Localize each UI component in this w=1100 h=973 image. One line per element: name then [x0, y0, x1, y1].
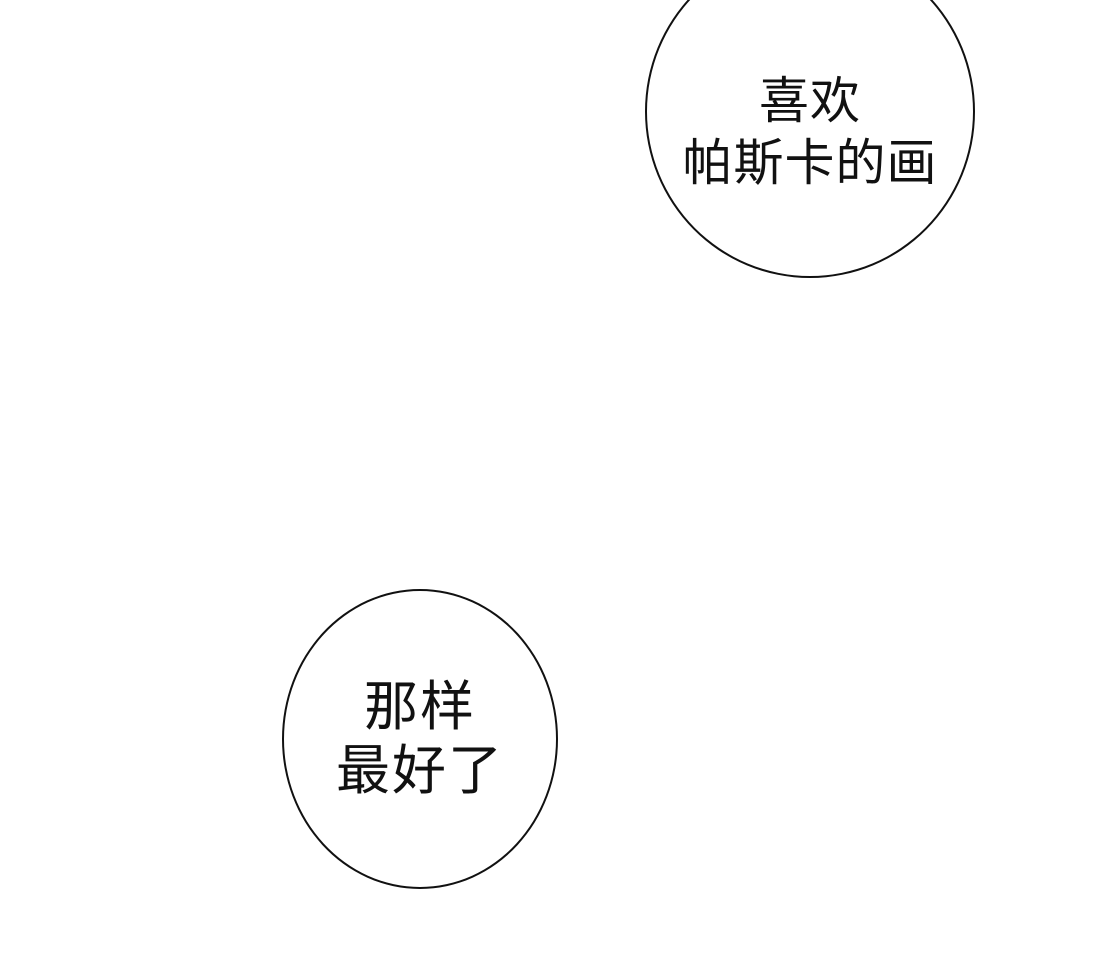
speech-line-2: 帕斯卡的画	[682, 133, 938, 192]
speech-line-2: 最好了	[336, 739, 504, 802]
speech-bubble-bottom: 那样 最好了	[282, 589, 558, 889]
speech-bubble-top: 喜欢 帕斯卡的画	[645, 0, 975, 278]
speech-line-1: 那样	[364, 675, 476, 738]
speech-line-1: 喜欢	[759, 71, 861, 130]
